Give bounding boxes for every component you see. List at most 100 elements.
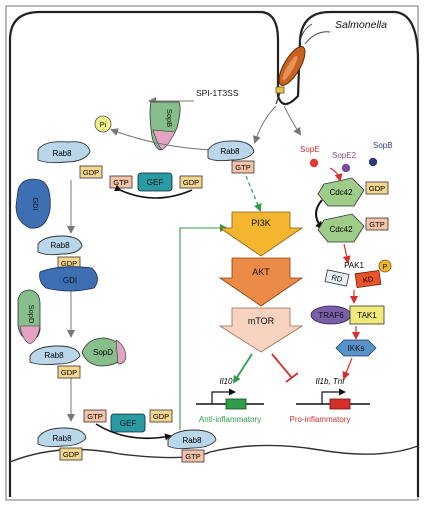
rab8-label: Rab8 <box>52 434 72 443</box>
il10-gene-box <box>225 398 247 410</box>
effector-to-sope-arrow <box>283 105 302 136</box>
rab8-label: Rab8 <box>182 436 202 445</box>
sope-label: SopE <box>300 145 320 154</box>
sope-dot <box>309 158 319 168</box>
pak1-complex: PAK1 RD KD P <box>324 259 392 289</box>
gdi-shape <box>39 266 98 292</box>
cdc42-shape <box>317 213 365 243</box>
rab8-shape <box>37 427 87 448</box>
sopb-protein-label: SopB <box>165 109 174 127</box>
rab8gtp-to-pi-arrow <box>110 128 216 151</box>
cdc42-gdp-complex: Cdc42 GDP <box>317 177 389 207</box>
akt-label: AKT <box>252 267 270 277</box>
sopd-tail <box>115 339 127 365</box>
cdc42-label: Cdc42 <box>329 225 353 234</box>
gtp-box <box>365 217 389 231</box>
ikks-to-il1b-arrow <box>342 357 353 380</box>
sopd-label: SopD <box>27 305 36 324</box>
gdp-box <box>179 175 203 189</box>
kd-label: KD <box>362 274 374 284</box>
bacterium-highlight <box>282 55 298 81</box>
mtor-label: mTOR <box>248 316 275 326</box>
il1b-tnf-gene: Il1b, Tnf Pro-inflammatory <box>290 377 370 424</box>
mtor-inhibits-il1b-bar <box>285 372 299 383</box>
gdp-label: GDP <box>63 450 79 459</box>
anti-inflammatory-label: Anti-inflammatory <box>199 415 261 424</box>
pi-label: Pi <box>100 120 107 129</box>
gdp-box <box>59 447 83 461</box>
rab8-label: Rab8 <box>50 241 70 250</box>
rab8-gtp-complex-1: Rab8 GTP <box>207 140 255 174</box>
gdp-label: GDP <box>61 368 77 377</box>
salmonella-bacterium <box>275 23 331 105</box>
rab8-shape <box>29 345 81 366</box>
gdp-label: GDP <box>61 259 77 268</box>
rab8-shape <box>167 429 217 450</box>
gef-box <box>137 172 173 192</box>
mtor-inhibits-il1b-line <box>271 353 293 379</box>
gdp-box <box>149 409 173 423</box>
pi-circle <box>94 115 112 133</box>
rab8-gdp-complex-bottom: Rab8 GDP <box>37 427 87 461</box>
pi3k-block-arrow: PI3K <box>218 211 304 257</box>
salmonella-label: Salmonella <box>335 19 387 31</box>
sopb-dot <box>368 157 378 167</box>
gdp-label: GDP <box>369 184 385 193</box>
exchange-arc <box>95 423 172 441</box>
gef-exchange-top: GTP GEF GDP <box>109 172 203 199</box>
rab8-gdp-sopd-complex: Rab8 GDP SopD <box>29 337 127 379</box>
tak1-box <box>349 305 385 325</box>
spi-label: SPI-1T3SS <box>196 88 239 98</box>
gdi-shape <box>15 178 51 229</box>
mtor-arrow-shape <box>218 307 304 353</box>
sopd-label: SopD <box>93 348 113 357</box>
sopd-protein-vertical: SopD <box>17 289 41 345</box>
mtor-block-arrow: mTOR <box>218 307 304 353</box>
t3ss-needle-base <box>275 86 285 94</box>
rab8-gtp-complex-bottom: Rab8 GTP <box>167 429 217 463</box>
mtor-to-il10-arrow <box>232 353 253 384</box>
cdc42-to-pak1-arrow <box>342 243 351 264</box>
rab8-gdp-gdi-complex: Rab8 GDP GDI <box>37 235 98 292</box>
phospho-circle <box>378 259 392 273</box>
gdp-box <box>57 365 81 379</box>
ikks-label: IKKs <box>348 344 365 353</box>
gtp-box <box>181 449 205 463</box>
gdi-protein-1: GDI <box>15 178 51 229</box>
gtp-label: GTP <box>113 178 128 187</box>
rab8gtp-bottom-to-pi3k-arrow <box>179 224 228 430</box>
sope-to-cdc42-arrow <box>329 167 343 182</box>
rab8gtp-to-pi3k-arrow <box>245 175 262 212</box>
p-label: P <box>383 264 388 271</box>
sope2-dot <box>341 163 351 173</box>
ikks-complex: IKKs <box>335 339 377 357</box>
rab8-shape <box>37 141 91 164</box>
gtp-label: GTP <box>185 452 200 461</box>
gdp-box <box>365 181 389 195</box>
rab8-label: Rab8 <box>44 351 64 360</box>
gdp-label: GDP <box>153 412 169 421</box>
gtp-label: GTP <box>235 163 250 172</box>
pak1-label: PAK1 <box>344 261 364 270</box>
cdc42-shape <box>317 177 365 207</box>
nucleus-boundary <box>9 444 419 463</box>
rab8-shape <box>37 235 83 256</box>
gef-label: GEF <box>147 178 164 187</box>
il1b-promoter-arrow <box>321 388 346 404</box>
cdc42-label: Cdc42 <box>329 188 353 197</box>
gtp-label: GTP <box>87 412 102 421</box>
il10-label: Il10 <box>220 377 233 386</box>
pro-inflammatory-label: Pro-inflammatory <box>290 415 351 424</box>
gtp-box <box>231 160 255 174</box>
flagellum-1 <box>304 31 331 45</box>
kd-box <box>354 269 382 289</box>
pi3k-arrow-shape <box>218 211 304 257</box>
rd-label: RD <box>331 273 344 284</box>
pi3k-label: PI3K <box>251 218 271 228</box>
sopb-protein: SopB <box>149 101 181 151</box>
traf6-tak1-complex: TRAF6 TAK1 <box>310 305 385 325</box>
akt-arrow-shape <box>218 257 304 307</box>
gdp-box <box>79 165 103 179</box>
